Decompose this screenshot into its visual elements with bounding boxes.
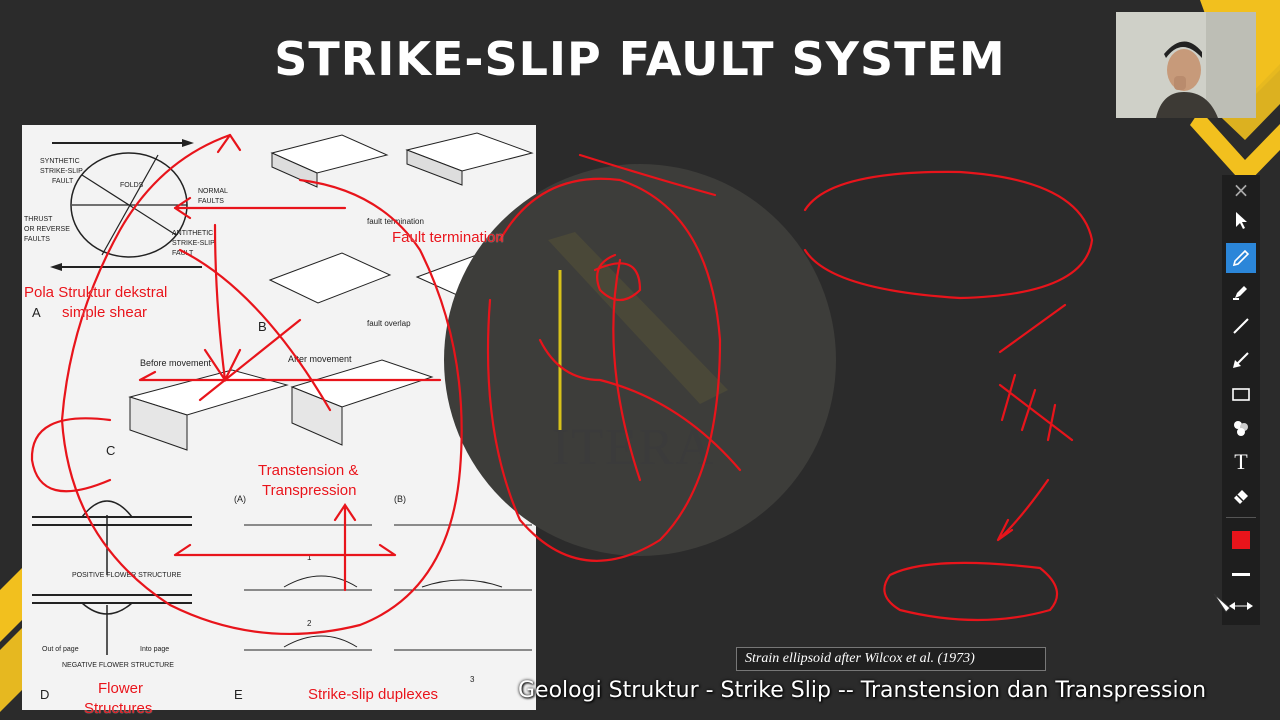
label-normal-faults: FAULTS <box>198 198 224 205</box>
slide-title: STRIKE-SLIP FAULT SYSTEM <box>274 32 1006 86</box>
eraser-tool-button[interactable] <box>1226 481 1256 511</box>
label-after-movement: After movement <box>288 354 352 364</box>
panel-label-c: C <box>106 443 116 458</box>
itera-logo-text: ITERA <box>552 419 716 476</box>
stamp-icon <box>1234 421 1248 436</box>
note-flower-line1: Flower <box>98 680 144 697</box>
highlighter-icon <box>1233 286 1247 300</box>
label-into-page: Into page <box>140 646 170 653</box>
stroke-width-button[interactable] <box>1226 559 1256 589</box>
label-thrust: THRUST <box>24 216 53 223</box>
pen-cursor-icon <box>1213 593 1231 613</box>
label-num-1: 1 <box>307 553 312 562</box>
panel-label-e: E <box>234 687 243 702</box>
pen-tool-button[interactable] <box>1226 243 1256 273</box>
label-positive-flower: POSITIVE FLOWER STRUCTURE <box>72 572 182 579</box>
label-or-reverse: OR REVERSE <box>24 226 70 233</box>
line-tool-button[interactable] <box>1226 311 1256 341</box>
text-tool-button[interactable]: T <box>1234 449 1248 474</box>
note-fault-termination: Fault termination <box>392 229 504 246</box>
video-subtitle: Geologi Struktur - Strike Slip -- Transt… <box>518 678 1207 703</box>
label-faults: FAULTS <box>24 236 50 243</box>
structural-diagrams <box>32 132 534 655</box>
label-strike-slip: STRIKE-SLIP <box>40 168 83 175</box>
presenter-image <box>1116 12 1256 118</box>
pen-color-swatch[interactable] <box>1226 525 1256 555</box>
note-pola-line2: simple shear <box>62 304 148 321</box>
label-fault: FAULT <box>52 178 74 185</box>
select-tool-button[interactable] <box>1226 205 1256 235</box>
figure-caption: Strain ellipsoid after Wilcox et al. (19… <box>736 647 1046 671</box>
red-color-square <box>1232 531 1250 549</box>
panel-label-d: D <box>40 687 50 702</box>
arrow-icon <box>1233 352 1249 368</box>
toolbar-collapse-button[interactable] <box>1226 595 1256 617</box>
label-fault-termination: fault termination <box>367 217 424 226</box>
label-sub-a: (A) <box>234 494 246 504</box>
label-out-of-page: Out of page <box>42 646 79 653</box>
stamp-tool-button[interactable] <box>1226 413 1256 443</box>
panel-label-b: B <box>258 319 267 334</box>
note-flower-line2: Structures <box>84 700 153 717</box>
label-num-3: 3 <box>470 675 475 684</box>
toolbar-divider <box>1226 517 1256 518</box>
label-synthetic: SYNTHETIC <box>40 158 80 165</box>
note-transtension-line2: Transpression <box>262 482 357 499</box>
figure-panel: A B C D E SYNTHETIC STRIKE-SLIP FAULT TH… <box>22 125 536 710</box>
label-normal: NORMAL <box>198 188 228 195</box>
label-num-2: 2 <box>307 619 312 628</box>
note-duplexes: Strike-slip duplexes <box>308 686 439 703</box>
note-pola-line1: Pola Struktur dekstral <box>24 284 168 301</box>
pen-icon <box>1232 249 1250 267</box>
annotation-toolbar: × T <box>1222 175 1260 625</box>
label-before-movement: Before movement <box>140 358 212 368</box>
cursor-arrow-icon <box>1236 212 1247 229</box>
label-antithetic-strike-slip: STRIKE-SLIP <box>172 240 215 247</box>
stroke-width-icon <box>1232 572 1250 576</box>
label-fault-overlap: fault overlap <box>367 319 411 328</box>
rectangle-icon <box>1232 388 1250 401</box>
close-toolbar-button[interactable]: × <box>1232 178 1250 202</box>
label-negative-flower: NEGATIVE FLOWER STRUCTURE <box>62 662 174 669</box>
arrow-tool-button[interactable] <box>1226 345 1256 375</box>
figure-caption-text: Strain ellipsoid after Wilcox et al. (19… <box>745 651 975 666</box>
label-sub-b: (B) <box>394 494 406 504</box>
label-folds: FOLDS <box>120 182 144 189</box>
expand-arrows-icon <box>1229 602 1253 610</box>
label-antithetic-fault: FAULT <box>172 250 194 257</box>
label-antithetic: ANTITHETIC <box>172 230 214 237</box>
highlighter-tool-button[interactable] <box>1226 277 1256 307</box>
line-icon <box>1233 318 1249 334</box>
note-transtension-line1: Transtension & <box>258 462 359 479</box>
eraser-icon <box>1234 490 1248 504</box>
webcam-feed <box>1116 12 1256 118</box>
panel-label-a: A <box>32 305 41 320</box>
rectangle-tool-button[interactable] <box>1226 379 1256 409</box>
